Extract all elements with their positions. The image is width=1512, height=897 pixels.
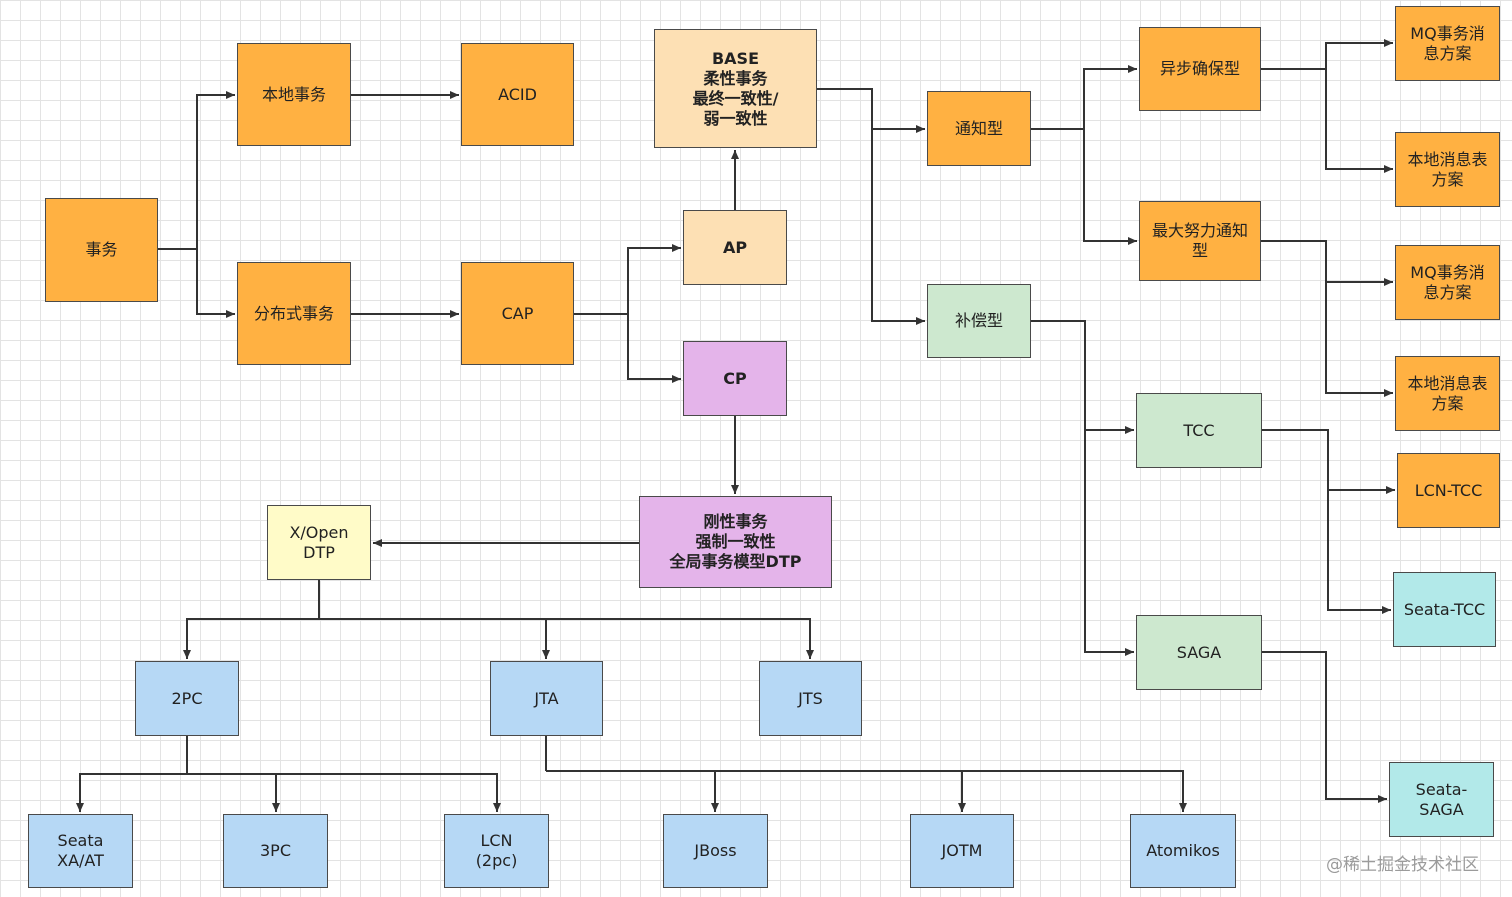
node-mq-tx-message-1[interactable]: MQ事务消 息方案 — [1395, 6, 1500, 81]
node-jts[interactable]: JTS — [759, 661, 862, 736]
edge-transaction-local — [158, 91, 235, 250]
edge-2pc-3pc — [187, 773, 280, 812]
edge-best-local2 — [1261, 240, 1393, 397]
node-seata-xa-at[interactable]: Seata XA/AT — [28, 814, 133, 888]
node-transaction[interactable]: 事务 — [45, 198, 158, 302]
node-ap[interactable]: AP — [683, 210, 787, 285]
node-async-ensure[interactable]: 异步确保型 — [1139, 27, 1261, 111]
node-acid[interactable]: ACID — [461, 43, 574, 146]
edge-saga-seata — [1262, 651, 1387, 803]
edge-notify-async — [1031, 65, 1137, 130]
watermark-text: @稀土掘金技术社区 — [1326, 855, 1479, 875]
node-local-transaction[interactable]: 本地事务 — [237, 43, 351, 146]
node-3pc[interactable]: 3PC — [223, 814, 328, 888]
edge-transaction-distributed — [158, 248, 235, 318]
node-seata-saga[interactable]: Seata- SAGA — [1389, 762, 1494, 837]
node-saga[interactable]: SAGA — [1136, 615, 1262, 690]
node-jotm[interactable]: JOTM — [910, 814, 1014, 888]
node-cp[interactable]: CP — [683, 341, 787, 416]
edge-jta-jboss — [546, 770, 719, 812]
edge-cap-ap — [574, 244, 681, 315]
node-mq-tx-message-2[interactable]: MQ事务消 息方案 — [1395, 245, 1500, 320]
node-rigid-transaction[interactable]: 刚性事务 强制一致性 全局事务模型DTP — [639, 496, 832, 588]
node-2pc[interactable]: 2PC — [135, 661, 239, 736]
edge-compensate-saga — [1031, 320, 1134, 656]
node-compensate-type[interactable]: 补偿型 — [927, 284, 1031, 358]
edge-compensate-tcc — [1031, 320, 1134, 434]
node-distributed-transaction[interactable]: 分布式事务 — [237, 262, 351, 365]
edge-xopen-jta — [319, 618, 550, 659]
node-local-message-table-1[interactable]: 本地消息表 方案 — [1395, 132, 1500, 207]
node-local-message-table-2[interactable]: 本地消息表 方案 — [1395, 356, 1500, 431]
edge-tcc-seata — [1262, 429, 1391, 614]
edge-base-compensate — [817, 88, 925, 325]
node-xopen-dtp[interactable]: X/Open DTP — [267, 505, 371, 580]
node-tcc[interactable]: TCC — [1136, 393, 1262, 468]
node-best-effort[interactable]: 最大努力通知 型 — [1139, 201, 1261, 281]
node-seata-tcc[interactable]: Seata-TCC — [1393, 572, 1496, 647]
edge-2pc-seata — [76, 773, 187, 812]
edge-xopen-2pc — [183, 618, 319, 659]
edge-2pc-lcn — [187, 773, 501, 812]
node-jboss[interactable]: JBoss — [663, 814, 768, 888]
edge-jta-jotm — [546, 770, 966, 812]
edge-cap-cp — [574, 313, 681, 383]
edge-xopen-jts — [319, 618, 814, 659]
node-jta[interactable]: JTA — [490, 661, 603, 736]
node-lcn-2pc[interactable]: LCN (2pc) — [444, 814, 549, 888]
node-lcn-tcc[interactable]: LCN-TCC — [1397, 453, 1500, 528]
edge-jta-atomikos — [546, 770, 1187, 812]
node-notify-type[interactable]: 通知型 — [927, 91, 1031, 166]
node-atomikos[interactable]: Atomikos — [1130, 814, 1236, 888]
edge-notify-best — [1031, 128, 1137, 245]
node-cap[interactable]: CAP — [461, 262, 574, 365]
edge-async-local1 — [1261, 68, 1393, 173]
node-base[interactable]: BASE 柔性事务 最终一致性/ 弱一致性 — [654, 29, 817, 148]
edge-async-mq1 — [1261, 39, 1393, 70]
